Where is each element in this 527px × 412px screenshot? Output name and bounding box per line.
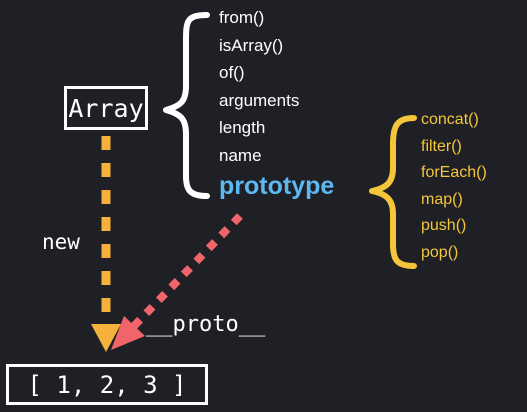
static-member-length: length (219, 118, 266, 137)
prototype-method-filter: filter() (421, 137, 462, 155)
prototype-methods-list: concat() filter() forEach() map() push()… (421, 107, 487, 266)
new-arrow-head (91, 324, 121, 352)
prototype-method-map: map() (421, 190, 463, 208)
proto-link-label: __proto__ (146, 312, 266, 337)
static-member-of: of() (219, 63, 245, 82)
prototype-method-push: push() (421, 217, 467, 234)
static-members-list: from() isArray() of() arguments length n… (219, 4, 299, 169)
array-constructor-box: Array (64, 86, 148, 130)
proto-arrow-line (131, 213, 243, 329)
prototype-method-foreach: forEach() (421, 164, 487, 181)
prototype-method-pop: pop() (421, 243, 459, 261)
prototype-methods-brace (369, 115, 417, 269)
static-members-brace (163, 12, 210, 199)
prototype-method-concat: concat() (421, 111, 479, 128)
prototype-label: prototype (219, 172, 335, 200)
new-keyword-label: new (42, 230, 80, 254)
proto-arrow-head (111, 316, 145, 350)
array-instance-box: [ 1, 2, 3 ] (6, 364, 208, 405)
static-member-arguments: arguments (219, 90, 300, 110)
static-member-from: from() (219, 8, 265, 27)
static-member-name: name (219, 145, 262, 165)
static-member-isarray: isArray() (219, 35, 284, 55)
